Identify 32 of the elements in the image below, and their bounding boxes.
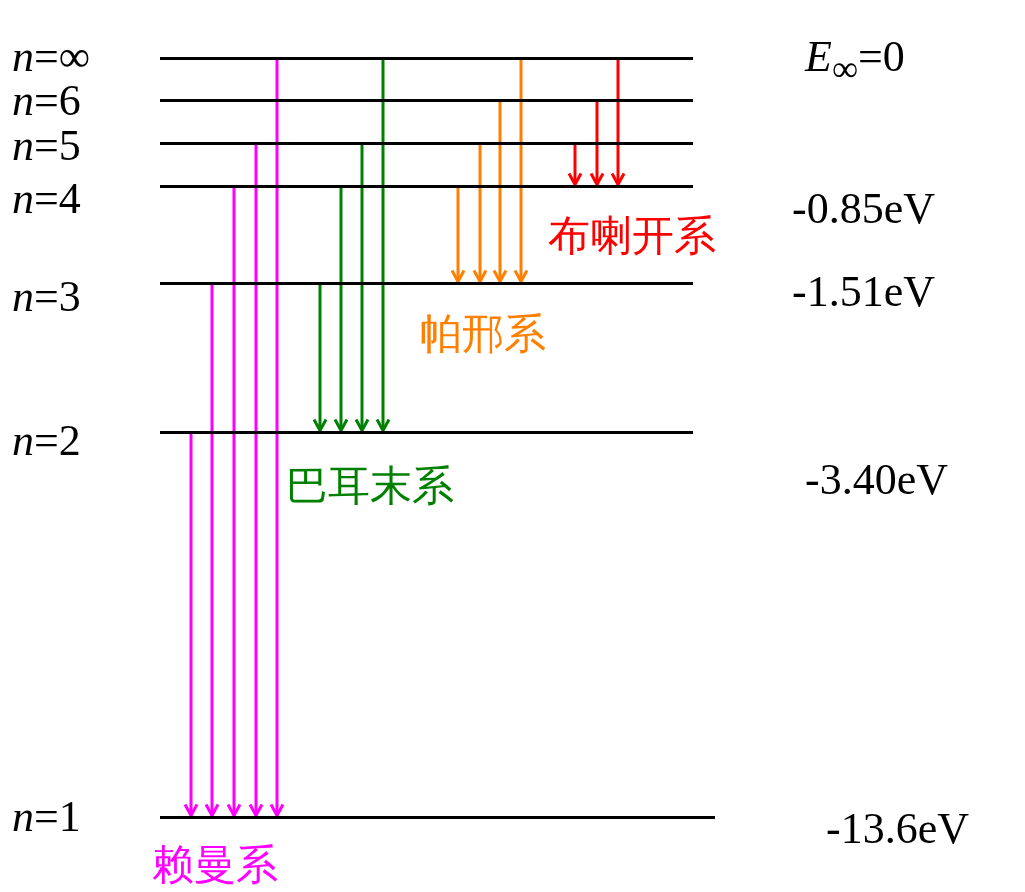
energy-value: -0.85eV xyxy=(792,186,935,231)
arrow xyxy=(472,144,488,283)
arrow xyxy=(204,284,220,817)
energy-value: -3.40eV xyxy=(805,457,948,502)
series-label: 巴耳末系 xyxy=(286,463,454,509)
level-label: n=5 xyxy=(12,123,81,168)
arrow xyxy=(375,59,391,432)
arrow xyxy=(226,187,242,817)
level-label: n=6 xyxy=(12,78,81,123)
energy-value: -1.51eV xyxy=(792,269,935,314)
level-label: n=1 xyxy=(12,794,81,839)
arrow xyxy=(589,101,605,186)
arrow xyxy=(333,187,349,432)
arrow xyxy=(610,59,626,186)
energy-value: E$_{∞}$=0 xyxy=(805,34,905,91)
arrow xyxy=(513,59,529,283)
arrow xyxy=(269,59,285,817)
series-label: 布喇开系 xyxy=(548,213,716,259)
arrow xyxy=(567,144,583,186)
level-label: n=2 xyxy=(12,418,81,463)
arrow xyxy=(492,101,508,283)
arrow xyxy=(450,187,466,283)
level-label: n=∞ xyxy=(12,34,91,79)
level-label: n=3 xyxy=(12,274,81,319)
arrow xyxy=(183,433,199,817)
series-label: 赖曼系 xyxy=(152,842,278,888)
level-label: n=4 xyxy=(12,176,81,221)
series-label: 帕邢系 xyxy=(420,311,546,357)
arrow xyxy=(312,284,328,432)
arrow xyxy=(248,144,264,817)
arrow xyxy=(354,144,370,432)
energy-value: -13.6eV xyxy=(826,806,969,851)
